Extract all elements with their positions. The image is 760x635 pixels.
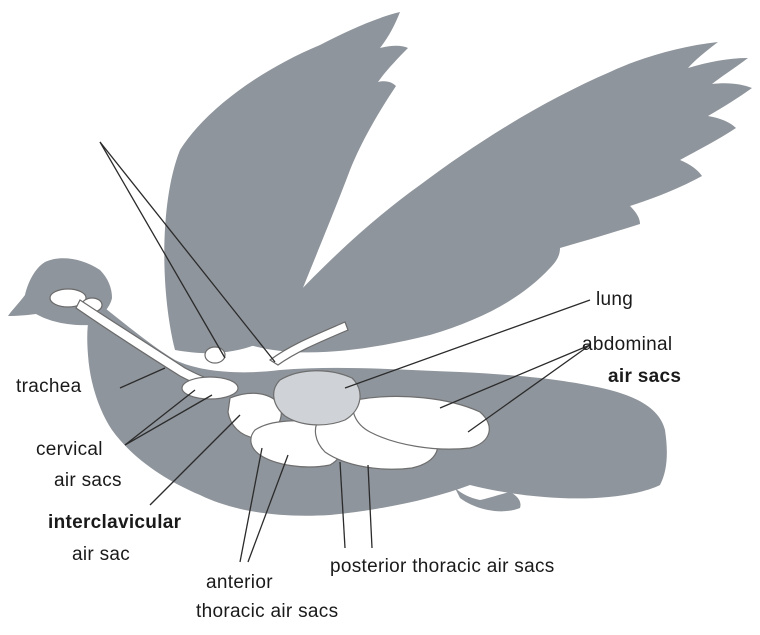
label-abdominal-line1: abdominal xyxy=(582,334,672,355)
label-interclavicular-line2: air sac xyxy=(72,544,130,565)
label-cervical-line2: air sacs xyxy=(54,470,122,491)
label-abdominal-line2: air sacs xyxy=(608,366,681,387)
label-anterior-line2: thoracic air sacs xyxy=(196,601,338,622)
label-cervical-line1: cervical xyxy=(36,439,103,460)
label-posterior: posterior thoracic air sacs xyxy=(330,556,555,577)
label-interclavicular-line1: interclavicular xyxy=(48,512,182,533)
lung-shape xyxy=(274,371,360,425)
label-anterior-line1: anterior xyxy=(206,572,273,593)
label-lung: lung xyxy=(596,289,633,310)
label-trachea: trachea xyxy=(16,376,82,397)
